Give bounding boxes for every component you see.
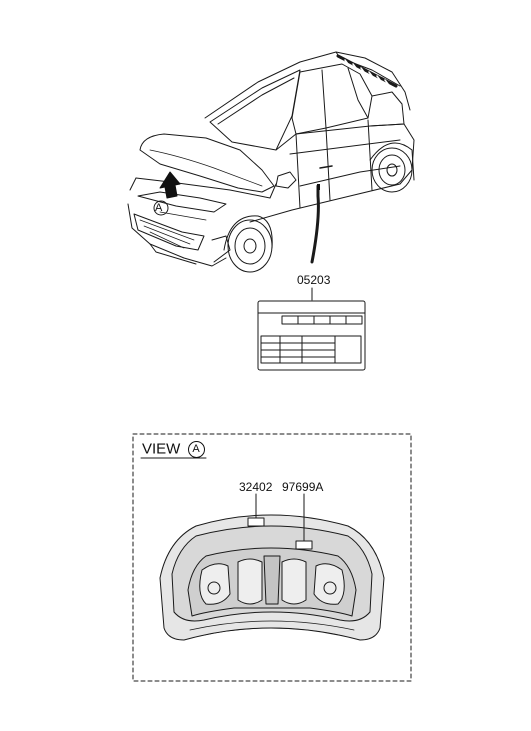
label-part-number: 05203 (297, 273, 331, 287)
hood-panel (139, 133, 275, 193)
front-wheel (223, 215, 273, 273)
part-32402-sticker (247, 517, 265, 527)
label-leader-line (310, 184, 320, 264)
roof-rail (336, 54, 398, 88)
front-grille (133, 213, 205, 251)
callout-letter: A (155, 202, 163, 214)
view-a-frame (132, 433, 412, 682)
hood-direction-arrow (159, 171, 181, 199)
label-placard (257, 287, 366, 371)
hood-part-number-right: 97699A (282, 480, 324, 494)
hood-part-number-left: 32402 (239, 480, 273, 494)
part-97699a-sticker (295, 540, 313, 550)
view-title: VIEW A (142, 441, 205, 458)
rear-wheel (369, 142, 415, 193)
vehicle-illustration (127, 51, 415, 273)
view-title-letter: A (187, 441, 205, 458)
hood-underside (159, 493, 385, 641)
view-title-word: VIEW (142, 440, 181, 458)
view-callout-circle (153, 200, 169, 216)
